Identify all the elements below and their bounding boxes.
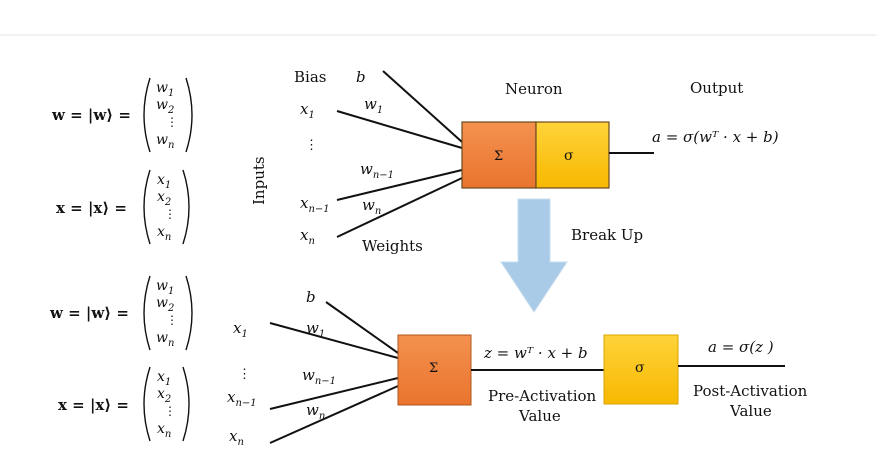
w-vector-lhs: w = |w⟩ = xyxy=(49,304,129,322)
left-paren xyxy=(143,77,151,153)
input-x1: x1 xyxy=(233,319,248,340)
x-entry: x1 xyxy=(157,172,171,191)
weight-wn: wn xyxy=(306,401,325,422)
x-entry-dots: ⋮ xyxy=(164,207,176,221)
bottom-input-lines xyxy=(269,301,399,444)
bias-label: Bias xyxy=(294,68,326,86)
xn-1-edge xyxy=(336,169,463,201)
vector-w-top: w = |w⟩ = w1 w2 ⋮ wn xyxy=(51,77,193,153)
bias-edge xyxy=(382,70,463,143)
top-input-lines xyxy=(336,70,463,238)
bias-symbol: b xyxy=(356,68,366,86)
inputs-label: Inputs xyxy=(250,156,268,205)
right-paren xyxy=(185,275,193,351)
x1-edge xyxy=(269,322,399,359)
right-paren xyxy=(185,77,193,153)
weights-label: Weights xyxy=(362,237,423,255)
vector-x-top: x = |x⟩ = x1 x2 ⋮ xn xyxy=(56,169,190,245)
output-formula: a = σ(wᵀ · x + b) xyxy=(652,128,779,146)
sum-box xyxy=(461,121,537,189)
input-vdots: ⋮ xyxy=(305,138,318,153)
vector-w-bottom: w = |w⟩ = w1 w2 ⋮ wn xyxy=(49,275,193,351)
input-xn-1: xn−1 xyxy=(300,194,330,215)
weight-wn-1: wn−1 xyxy=(360,160,394,181)
x-vector-lhs: x = |x⟩ = xyxy=(58,396,129,414)
left-paren xyxy=(143,366,151,442)
xn-edge xyxy=(336,177,463,238)
weight-wn-1: wn−1 xyxy=(302,366,336,387)
break-up-arrow xyxy=(500,198,568,313)
activation-box xyxy=(603,334,679,405)
input-xn: xn xyxy=(300,226,315,247)
w-entry: wn xyxy=(156,330,174,349)
x-entry: x2 xyxy=(157,189,171,208)
bias-symbol: b xyxy=(306,288,316,306)
output-label: Output xyxy=(690,79,743,97)
w-entry-dots: ⋮ xyxy=(166,115,178,129)
sigma-symbol: σ xyxy=(635,360,645,376)
x-entry: x2 xyxy=(157,386,171,405)
neuron-label: Neuron xyxy=(505,80,563,98)
input-xn-1: xn−1 xyxy=(227,388,257,409)
post-activation-label: Post-Activation xyxy=(693,382,808,400)
x-entry: xn xyxy=(157,421,171,440)
input-vdots: ⋮ xyxy=(238,367,251,382)
x-entry: xn xyxy=(157,224,171,243)
sum-box xyxy=(397,334,472,406)
input-xn: xn xyxy=(229,427,244,448)
bias-edge xyxy=(325,301,399,354)
x-entry-dots: ⋮ xyxy=(164,404,176,418)
sum-symbol: Σ xyxy=(429,361,438,376)
left-paren xyxy=(143,275,151,351)
w-entry: w1 xyxy=(156,278,174,297)
xn-1-edge xyxy=(269,377,399,410)
input-x1: x1 xyxy=(300,100,315,121)
weight-w1: w1 xyxy=(306,319,325,340)
right-paren xyxy=(182,366,190,442)
x1-edge xyxy=(336,110,463,149)
w-entry: w2 xyxy=(156,295,174,314)
xn-edge xyxy=(269,385,399,444)
vector-x-bottom: x = |x⟩ = x1 x2 ⋮ xn xyxy=(58,366,190,442)
sum-symbol: Σ xyxy=(494,149,503,164)
activation-box xyxy=(535,121,610,189)
left-paren xyxy=(143,169,151,245)
x-vector-lhs: x = |x⟩ = xyxy=(56,199,127,217)
w-entry-dots: ⋮ xyxy=(166,313,178,327)
weight-wn: wn xyxy=(362,196,381,217)
x-entry: x1 xyxy=(157,369,171,388)
w-entry: w1 xyxy=(156,80,174,99)
break-up-label: Break Up xyxy=(571,226,643,244)
w-vector-lhs: w = |w⟩ = xyxy=(51,106,131,124)
a-formula: a = σ(z ) xyxy=(708,338,774,356)
right-paren xyxy=(182,169,190,245)
w-entry: wn xyxy=(156,132,174,151)
w-entry: w2 xyxy=(156,97,174,116)
weight-w1: w1 xyxy=(364,95,383,116)
pre-activation-label: Pre-Activation xyxy=(488,387,597,405)
pre-activation-label: Value xyxy=(518,407,561,425)
sigma-symbol: σ xyxy=(564,148,574,164)
post-activation-label: Value xyxy=(729,402,772,420)
z-formula: z = wᵀ · x + b xyxy=(483,344,588,362)
